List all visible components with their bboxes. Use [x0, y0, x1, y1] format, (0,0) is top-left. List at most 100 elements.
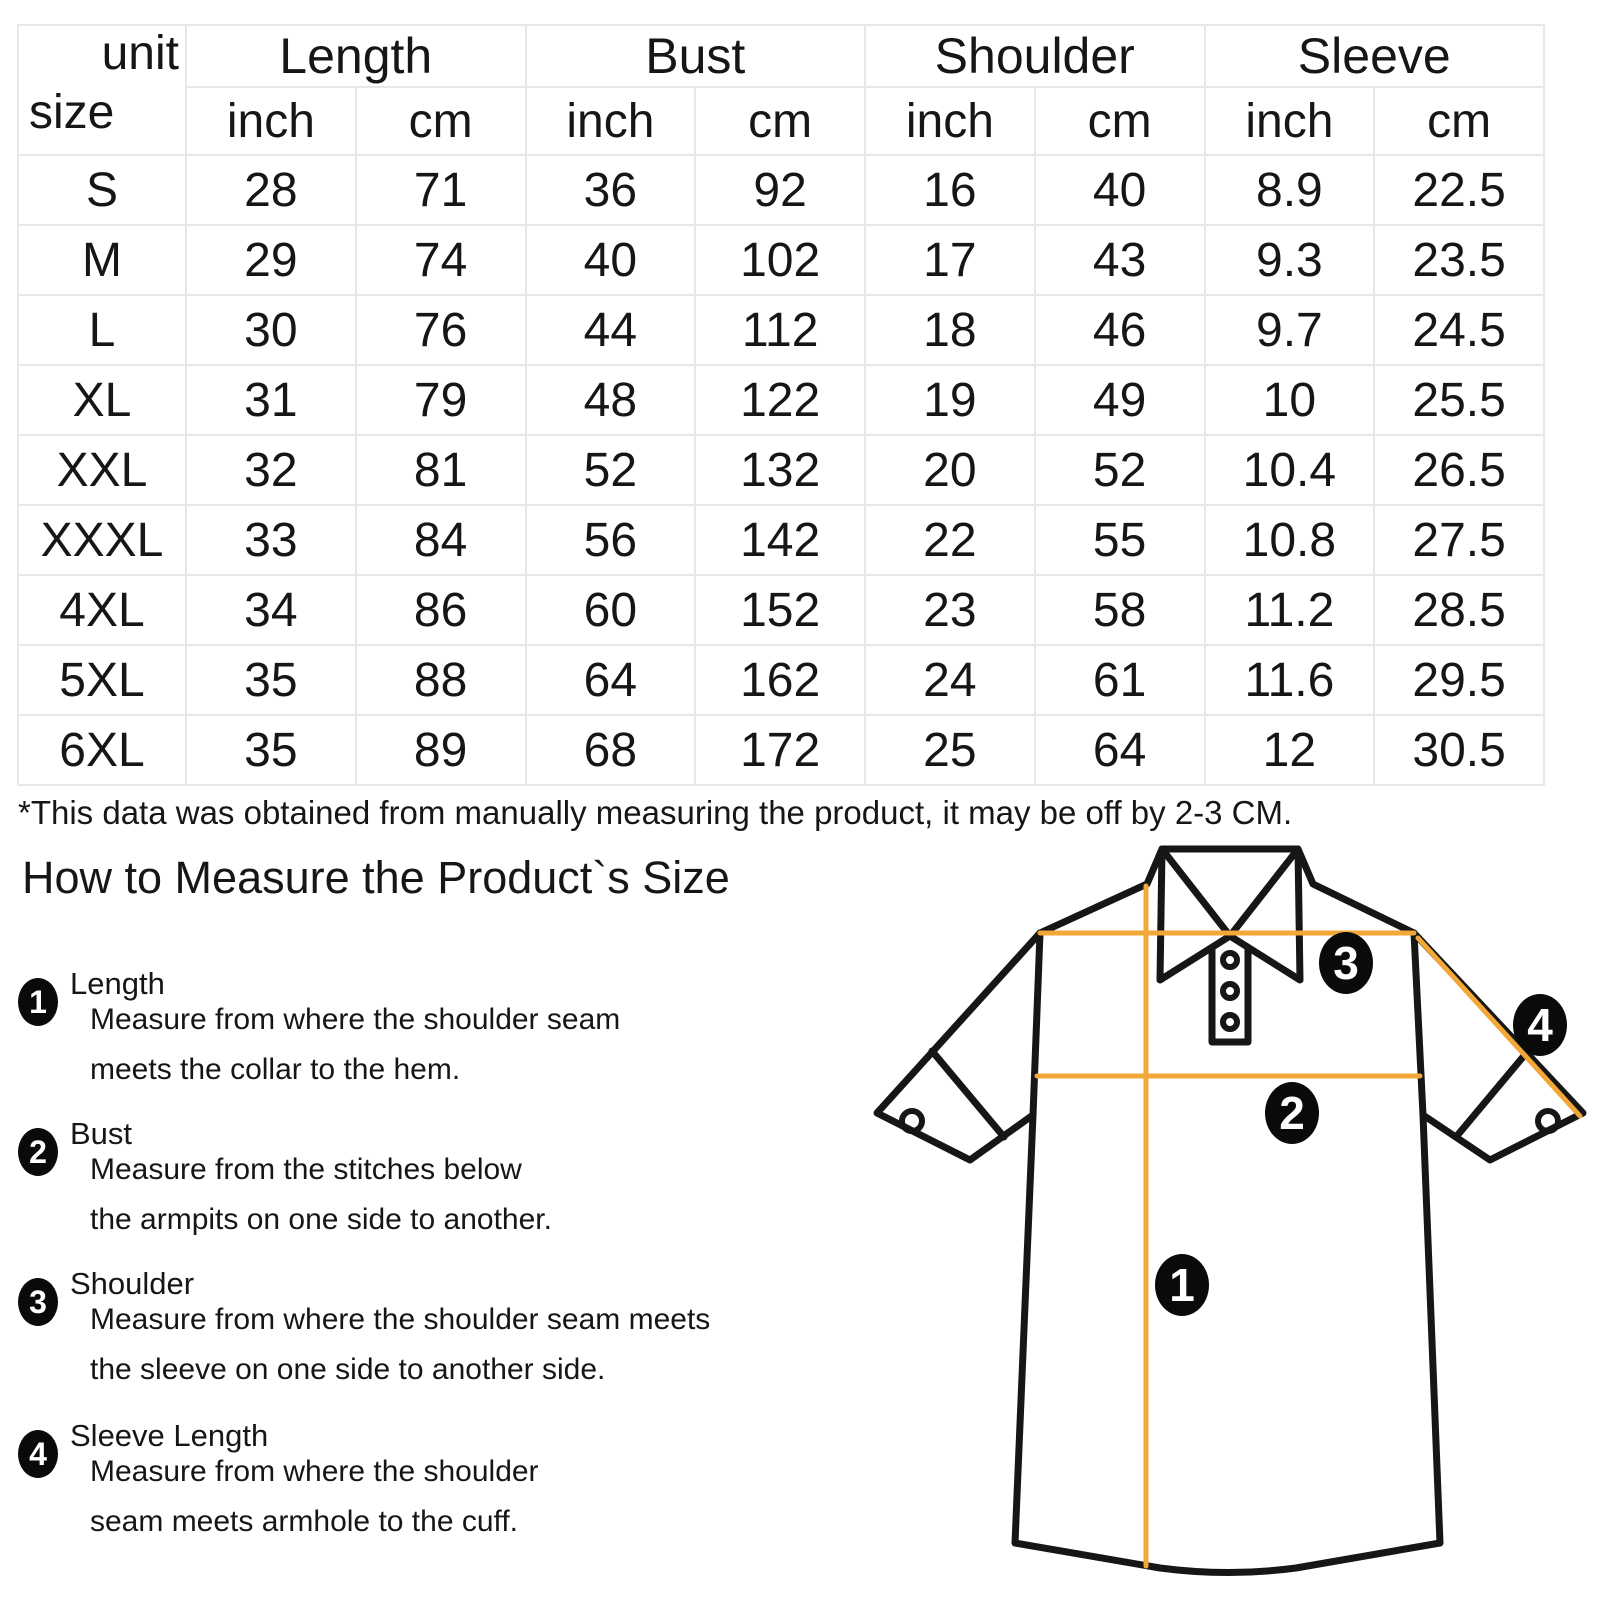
table-cell: 92 [694, 154, 866, 226]
description-line: the armpits on one side to another. [90, 1203, 552, 1236]
table-cell: 30.5 [1373, 714, 1545, 786]
table-cell: 22.5 [1373, 154, 1545, 226]
subheader-cell: cm [354, 86, 527, 156]
table-cell: 11.2 [1203, 574, 1376, 646]
table-row: 6XL 35 89 68 172 25 64 12 30.5 [17, 714, 1545, 786]
left-cuff-button [899, 1108, 925, 1134]
table-cell: 11.6 [1203, 644, 1376, 716]
table-cell: 172 [694, 714, 866, 786]
size-label: 5XL [17, 644, 187, 716]
table-cell: 24.5 [1373, 294, 1545, 366]
group-header-length: Length [185, 24, 527, 88]
table-cell: 43 [1033, 224, 1206, 296]
table-cell: 55 [1033, 504, 1206, 576]
table-cell: 122 [694, 364, 866, 436]
table-row: M 29 74 40 102 17 43 9.3 23.5 [17, 224, 1545, 296]
shirt-measurement-diagram: 3 4 2 1 [873, 845, 1587, 1576]
right-cuff-line [1452, 1047, 1532, 1141]
table-cell: 35 [185, 644, 357, 716]
table-row: 5XL 35 88 64 162 24 61 11.6 29.5 [17, 644, 1545, 716]
table-cell: 27.5 [1373, 504, 1545, 576]
marker-1-number: 1 [1169, 1259, 1195, 1311]
guide-item-description: Measure from where the shoulder seam mee… [90, 1302, 738, 1388]
table-cell: 28.5 [1373, 574, 1545, 646]
size-table: unit size Length Bust Shoulder Sleeve in… [17, 24, 1545, 786]
table-cell: 26.5 [1373, 434, 1545, 506]
subheader-cell: inch [185, 86, 357, 156]
table-cell: 88 [354, 644, 527, 716]
marker-2-badge [1265, 1082, 1319, 1144]
description-line: Measure from where the shoulder [90, 1455, 539, 1488]
collar-right-flap [1226, 845, 1304, 984]
size-label: L [17, 294, 187, 366]
table-row: L 30 76 44 112 18 46 9.7 24.5 [17, 294, 1545, 366]
collar-left-flap [1156, 845, 1234, 984]
left-cuff-line [928, 1047, 1008, 1141]
table-cell: 52 [1033, 434, 1206, 506]
table-cell: 58 [1033, 574, 1206, 646]
table-cell: 56 [524, 504, 697, 576]
subheader-cell: cm [1373, 86, 1545, 156]
table-row: XL 31 79 48 122 19 49 10 25.5 [17, 364, 1545, 436]
guide-item-label: Bust [70, 1116, 133, 1151]
table-subheader-row: inch cm inch cm inch cm inch cm [18, 86, 1545, 156]
table-cell: 23 [864, 574, 1036, 646]
table-cell: 25 [864, 714, 1036, 786]
corner-cell: unit size [17, 24, 187, 156]
description-line: meets the collar to the hem. [90, 1053, 461, 1086]
placket-button [1220, 1012, 1240, 1032]
table-cell: 46 [1033, 294, 1206, 366]
subheader-cell: inch [524, 86, 697, 156]
table-cell: 132 [694, 434, 866, 506]
step-4-number: 4 [29, 1435, 47, 1472]
table-cell: 10 [1203, 364, 1376, 436]
marker-1-badge [1155, 1254, 1209, 1316]
table-cell: 74 [354, 224, 527, 296]
subheader-cell: inch [864, 86, 1036, 156]
guide-item-description: Measure from where the shoulder seam mee… [90, 1002, 738, 1088]
marker-4-badge [1513, 994, 1567, 1056]
shirt-body [1011, 929, 1444, 1576]
step-2-badge: 2 [18, 1128, 58, 1176]
table-cell: 31 [185, 364, 357, 436]
table-cell: 36 [524, 154, 697, 226]
collar-outline [1036, 845, 1418, 937]
table-cell: 52 [524, 434, 697, 506]
table-cell: 29 [185, 224, 357, 296]
table-cell: 142 [694, 504, 866, 576]
table-cell: 40 [1033, 154, 1206, 226]
shirt-outline [873, 845, 1587, 1576]
table-cell: 32 [185, 434, 357, 506]
table-cell: 86 [354, 574, 527, 646]
table-cell: 22 [864, 504, 1036, 576]
table-cell: 9.3 [1203, 224, 1376, 296]
table-cell: 81 [354, 434, 527, 506]
guide-item-label: Length [70, 966, 165, 1001]
table-cell: 24 [864, 644, 1036, 716]
step-1-badge: 1 [18, 978, 58, 1026]
table-cell: 10.8 [1203, 504, 1376, 576]
size-label: XL [17, 364, 187, 436]
marker-3-number: 3 [1333, 937, 1359, 989]
description-line: Measure from where the shoulder seam mee… [90, 1303, 711, 1336]
marker-4-number: 4 [1527, 999, 1553, 1051]
table-cell: 40 [524, 224, 697, 296]
step-3-number: 3 [29, 1283, 47, 1320]
table-row: S 28 71 36 92 16 40 8.9 22.5 [17, 154, 1545, 226]
guide-item-label: Shoulder [70, 1266, 195, 1301]
marker-3-badge [1319, 932, 1373, 994]
marker-2-number: 2 [1279, 1087, 1305, 1139]
table-cell: 30 [185, 294, 357, 366]
table-cell: 102 [694, 224, 866, 296]
group-header-shoulder: Shoulder [864, 24, 1206, 88]
table-cell: 20 [864, 434, 1036, 506]
corner-unit-label: unit [101, 27, 179, 80]
guide-item-sleeve-length: 4 Sleeve Length Measure from where the s… [18, 1418, 738, 1540]
subheader-cell: cm [694, 86, 866, 156]
table-cell: 71 [354, 154, 527, 226]
table-cell: 12 [1203, 714, 1376, 786]
table-cell: 28 [185, 154, 357, 226]
step-4-badge: 4 [18, 1430, 58, 1478]
table-cell: 44 [524, 294, 697, 366]
